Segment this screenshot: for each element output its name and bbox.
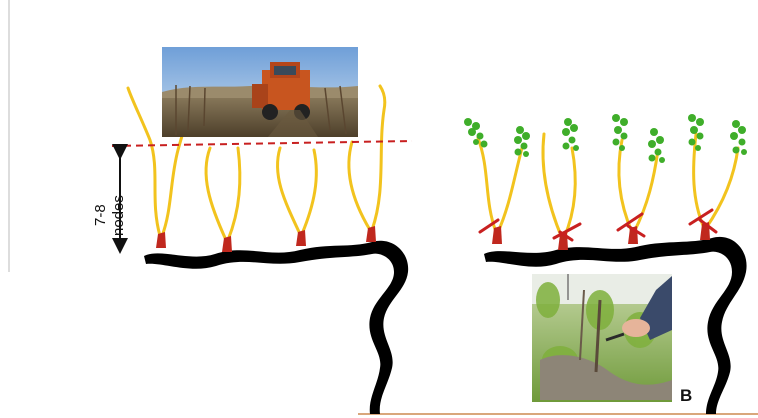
cane: [277, 148, 300, 234]
hand-photo: [532, 274, 672, 402]
cut-marks: [480, 210, 716, 240]
cane: [128, 88, 160, 236]
spur: [222, 236, 232, 252]
cane: [349, 142, 370, 230]
cane: [634, 150, 658, 232]
cane: [372, 86, 385, 230]
cane: [228, 148, 240, 240]
vine-cordon-left: [144, 241, 408, 414]
leaf-clusters: [464, 114, 747, 163]
cane: [564, 148, 575, 238]
machine-photo: [162, 47, 358, 137]
cane: [478, 138, 496, 232]
cane: [543, 134, 562, 238]
cane: [706, 148, 738, 228]
leaf-cluster: [730, 120, 747, 155]
spur: [296, 230, 306, 246]
leaf-cluster: [464, 118, 488, 148]
cane: [206, 148, 226, 240]
spur: [156, 232, 166, 248]
height-label-range: 7-8: [92, 204, 109, 226]
cane: [498, 148, 522, 232]
leaf-cluster: [562, 118, 579, 151]
height-label-unit: nodes: [110, 195, 127, 236]
panel-letter-label: B: [680, 386, 692, 406]
cane: [619, 140, 632, 232]
cut-height-line: [112, 141, 412, 146]
cane: [302, 150, 316, 234]
